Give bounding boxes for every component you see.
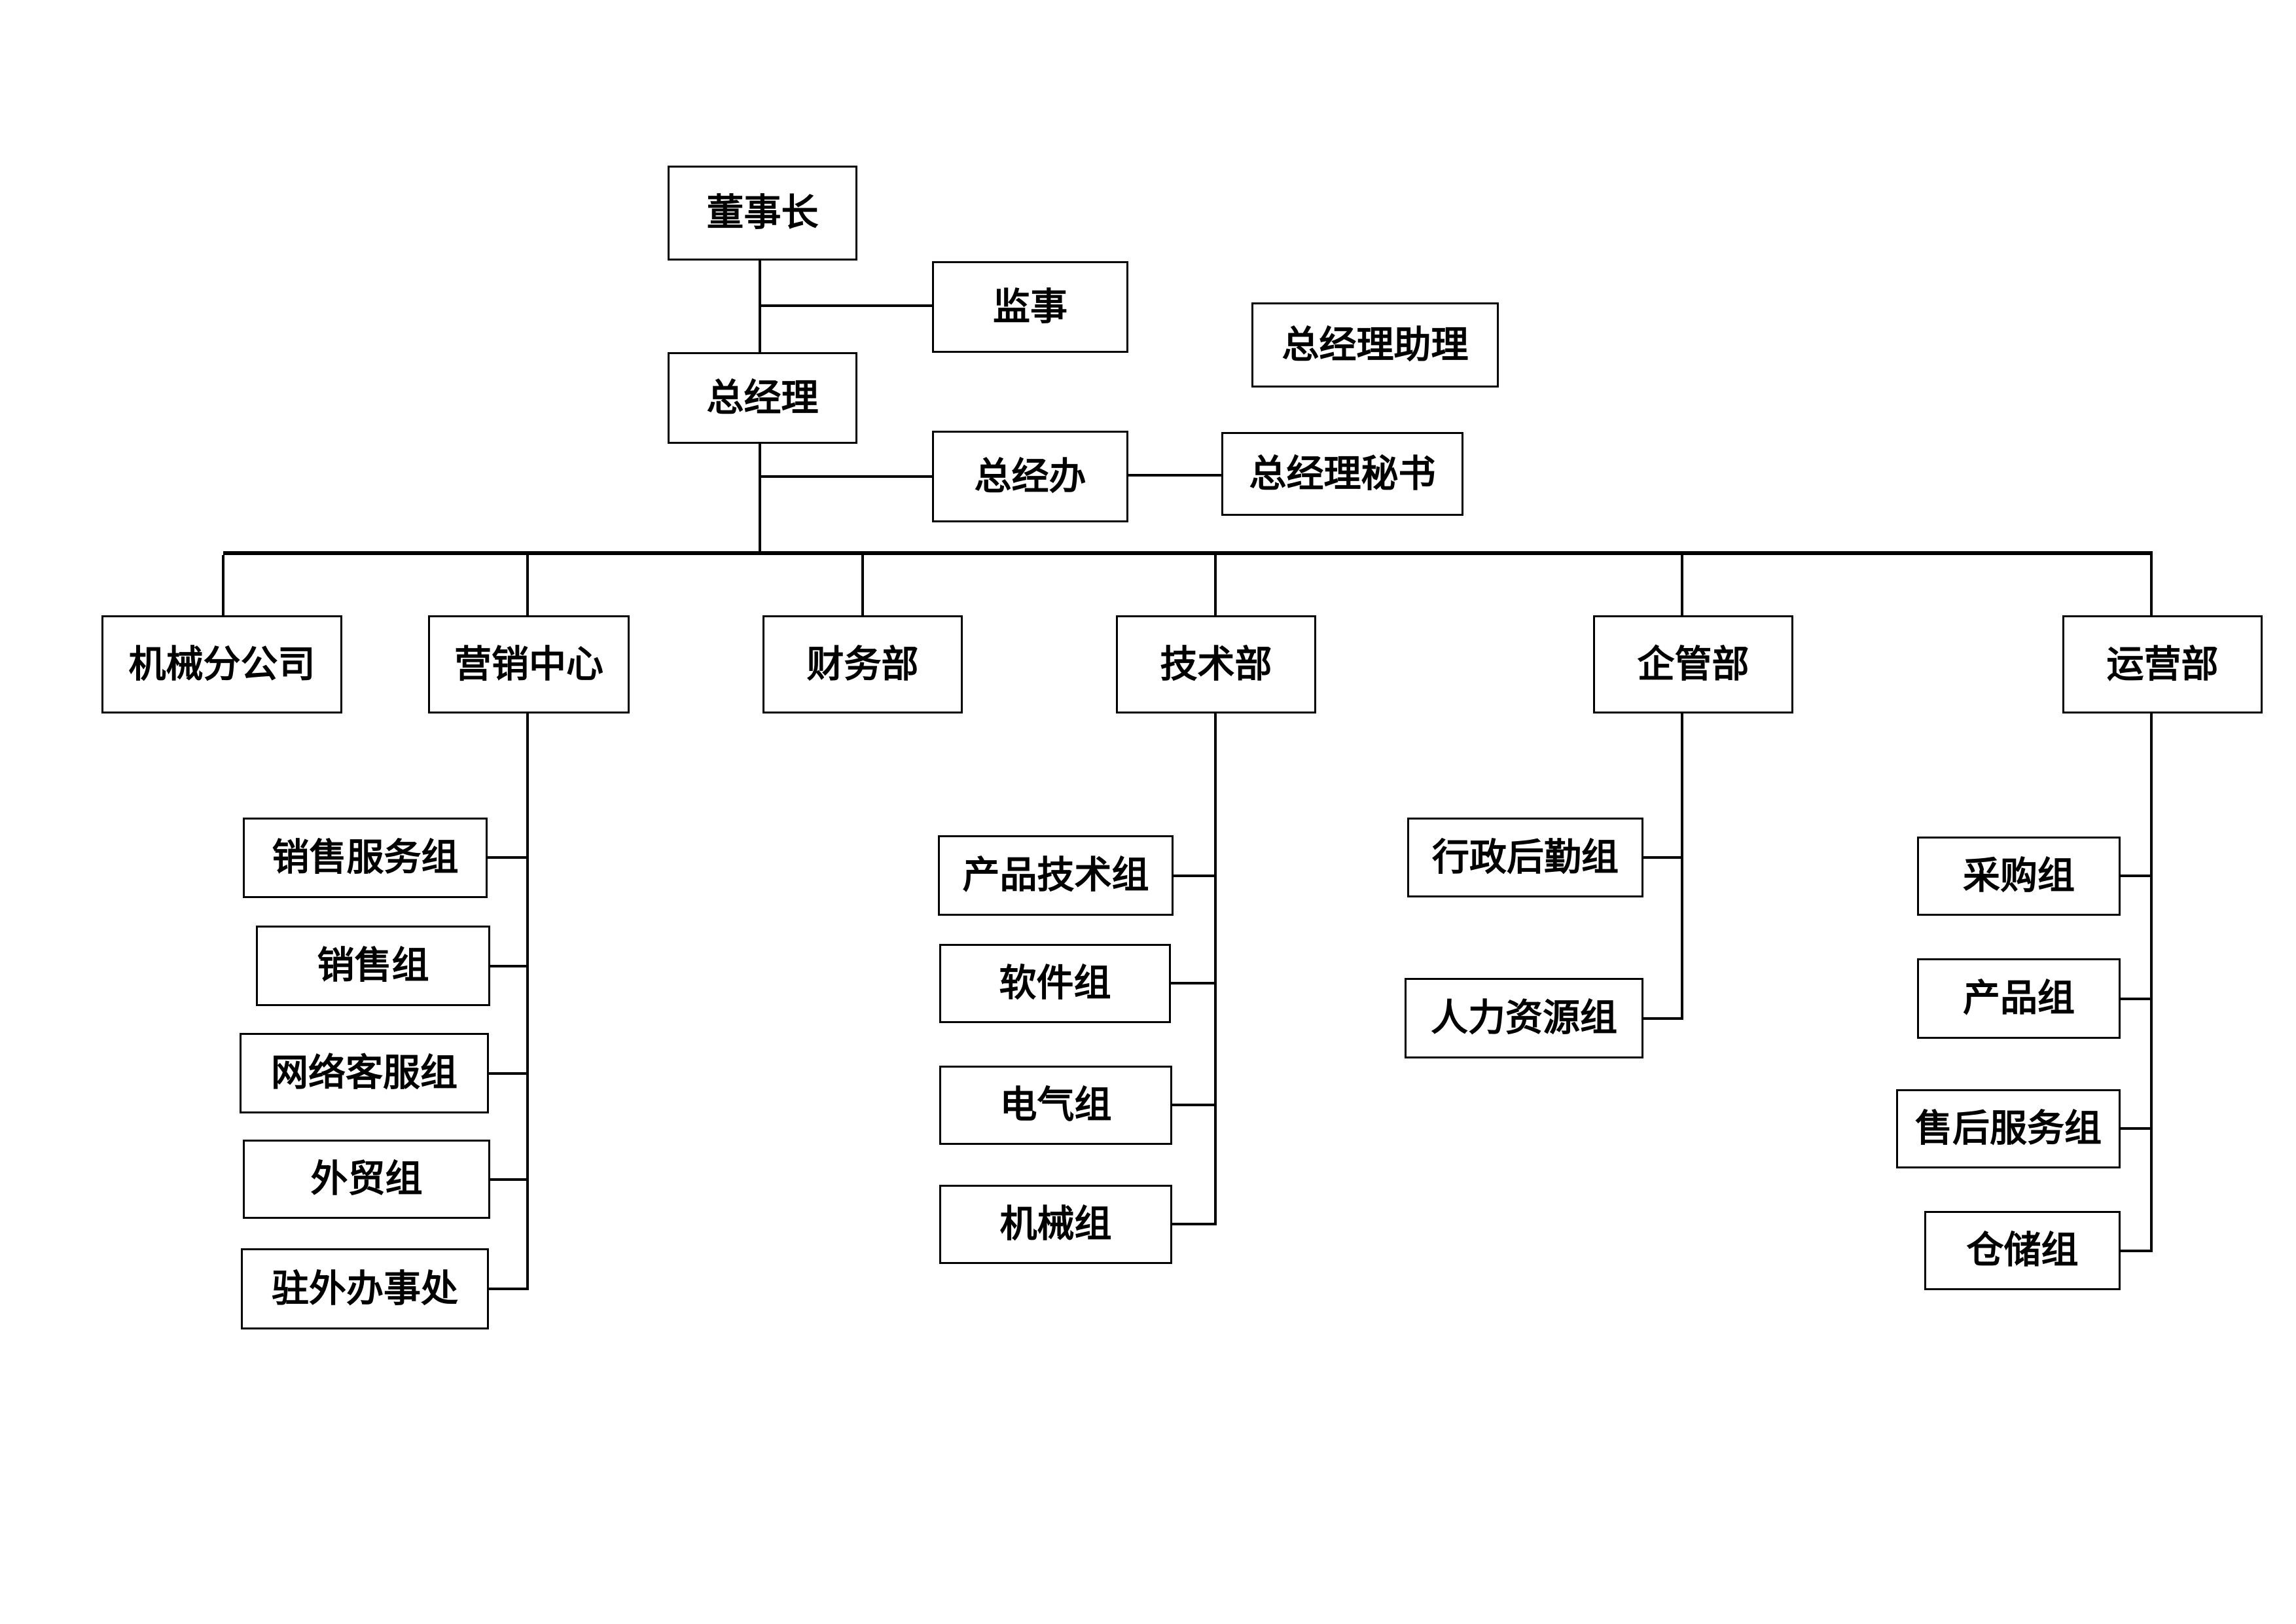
org-node-label: 技术部 bbox=[1160, 643, 1272, 685]
org-node-sales-service-group: 销售服务组 bbox=[243, 818, 488, 898]
org-node-overseas-office: 驻外办事处 bbox=[241, 1248, 489, 1329]
connector-link-foreign-trade-group bbox=[488, 1178, 529, 1181]
org-node-label: 销售组 bbox=[317, 945, 429, 986]
org-node-label: 企管部 bbox=[1637, 643, 1749, 685]
org-node-machinery-branch: 机械分公司 bbox=[101, 615, 342, 713]
connector-link-mechanical-group bbox=[1171, 1223, 1217, 1225]
connector-link-warehouse-group bbox=[2119, 1250, 2153, 1252]
org-node-product-group: 产品组 bbox=[1917, 958, 2121, 1039]
org-node-label: 运营部 bbox=[2106, 643, 2219, 685]
connector-link-sales-group bbox=[488, 965, 529, 967]
connector-office-secretary-link bbox=[1128, 474, 1221, 477]
connector-link-admin-logistics-group bbox=[1642, 856, 1683, 859]
org-node-label: 财务部 bbox=[806, 643, 919, 685]
org-node-mechanical-group: 机械组 bbox=[939, 1185, 1172, 1264]
connector-link-hr-group bbox=[1642, 1017, 1683, 1020]
connector-link-online-cs-group bbox=[488, 1072, 529, 1075]
connector-link-product-group bbox=[2119, 998, 2153, 1000]
org-node-label: 总经办 bbox=[974, 456, 1086, 497]
connector-tech-spine bbox=[1214, 712, 1217, 1225]
org-node-sales-group: 销售组 bbox=[256, 926, 490, 1006]
org-node-software-group: 软件组 bbox=[939, 944, 1171, 1023]
org-node-label: 总经理 bbox=[706, 377, 819, 419]
org-node-after-sales-group: 售后服务组 bbox=[1896, 1089, 2121, 1168]
org-node-label: 外贸组 bbox=[310, 1159, 423, 1200]
connector-gm-office-branch bbox=[760, 475, 932, 478]
org-node-general-manager: 总经理 bbox=[668, 352, 857, 444]
org-node-gm-assistant: 总经理助理 bbox=[1251, 302, 1499, 388]
org-node-electrical-group: 电气组 bbox=[939, 1066, 1172, 1145]
org-node-label: 总经理秘书 bbox=[1249, 453, 1436, 495]
connector-operations-spine bbox=[2150, 712, 2153, 1252]
connector-ent-mgmt-spine bbox=[1681, 712, 1683, 1020]
org-node-operations-dept: 运营部 bbox=[2062, 615, 2263, 713]
org-node-admin-logistics-group: 行政后勤组 bbox=[1407, 818, 1643, 897]
org-node-label: 网络客服组 bbox=[271, 1053, 457, 1094]
org-node-label: 仓储组 bbox=[1966, 1230, 2079, 1271]
org-node-gm-office: 总经办 bbox=[932, 431, 1128, 522]
org-node-gm-secretary: 总经理秘书 bbox=[1221, 432, 1463, 516]
org-node-label: 人力资源组 bbox=[1431, 998, 1617, 1039]
org-node-marketing-center: 营销中心 bbox=[428, 615, 630, 713]
org-node-label: 驻外办事处 bbox=[272, 1268, 458, 1310]
org-node-label: 机械组 bbox=[999, 1204, 1112, 1245]
org-node-label: 采购组 bbox=[1963, 856, 2075, 897]
connector-link-overseas-office bbox=[488, 1288, 529, 1290]
org-node-label: 销售服务组 bbox=[272, 837, 459, 878]
connector-main-horizontal bbox=[223, 551, 2153, 555]
connector-link-after-sales-group bbox=[2119, 1127, 2153, 1130]
org-node-foreign-trade-group: 外贸组 bbox=[243, 1140, 490, 1219]
connector-drop-machinery-branch bbox=[222, 555, 224, 617]
org-node-label: 售后服务组 bbox=[1915, 1108, 2102, 1149]
connector-drop-marketing-center bbox=[526, 555, 529, 617]
connector-link-software-group bbox=[1171, 982, 1217, 984]
connector-drop-operations-dept bbox=[2150, 555, 2153, 617]
org-node-hr-group: 人力资源组 bbox=[1405, 978, 1643, 1058]
org-node-label: 产品组 bbox=[1963, 978, 2075, 1019]
org-node-ent-mgmt-dept: 企管部 bbox=[1593, 615, 1793, 713]
org-node-finance-dept: 财务部 bbox=[762, 615, 963, 713]
connector-supervisor-branch bbox=[760, 304, 932, 307]
connector-drop-ent-mgmt-dept bbox=[1681, 555, 1683, 617]
org-node-warehouse-group: 仓储组 bbox=[1924, 1211, 2121, 1290]
org-node-label: 机械分公司 bbox=[128, 643, 315, 685]
org-node-label: 软件组 bbox=[999, 963, 1111, 1004]
org-node-label: 行政后勤组 bbox=[1432, 837, 1619, 878]
connector-drop-finance-dept bbox=[861, 555, 864, 617]
connector-drop-tech-dept bbox=[1214, 555, 1217, 617]
org-node-label: 营销中心 bbox=[454, 643, 603, 685]
org-node-procurement-group: 采购组 bbox=[1917, 837, 2121, 916]
connector-gm-down-spine bbox=[759, 444, 761, 554]
connector-link-product-tech-group bbox=[1171, 875, 1217, 877]
connector-marketing-spine bbox=[526, 712, 529, 1290]
org-node-product-tech-group: 产品技术组 bbox=[938, 835, 1174, 916]
connector-link-electrical-group bbox=[1171, 1104, 1217, 1106]
connector-link-sales-service-group bbox=[488, 856, 529, 859]
org-node-label: 总经理助理 bbox=[1282, 324, 1469, 366]
connector-link-procurement-group bbox=[2119, 875, 2153, 877]
org-node-label: 电气组 bbox=[999, 1085, 1112, 1126]
org-node-tech-dept: 技术部 bbox=[1116, 615, 1316, 713]
org-node-online-cs-group: 网络客服组 bbox=[240, 1033, 489, 1113]
org-node-label: 董事长 bbox=[706, 192, 819, 234]
org-node-supervisor: 监事 bbox=[932, 261, 1128, 353]
org-node-label: 产品技术组 bbox=[962, 855, 1149, 896]
org-node-chairman: 董事长 bbox=[668, 166, 857, 261]
org-node-label: 监事 bbox=[993, 286, 1067, 328]
